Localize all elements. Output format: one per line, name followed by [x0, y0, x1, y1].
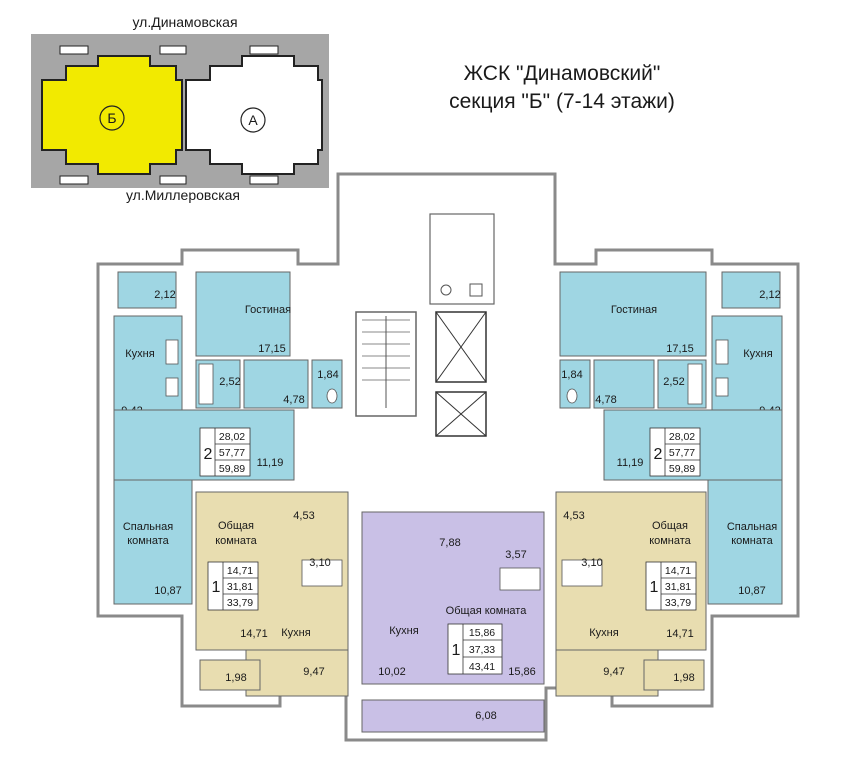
right1-kitchen-area: 9,47 [603, 666, 624, 678]
center1-kitchen-label: Кухня [389, 625, 418, 637]
center1-common-label: Общая комната [446, 605, 528, 617]
right2-box-1: 57,77 [669, 447, 695, 459]
left2-living-label: Гостиная [245, 304, 291, 316]
center1-box-1: 37,33 [469, 644, 495, 656]
right1-box-2: 33,79 [665, 597, 691, 609]
left1-box-2: 33,79 [227, 597, 253, 609]
center1-box-0: 15,86 [469, 627, 495, 639]
right1-common-label-2: комната [649, 535, 691, 547]
plan-title-line2: секция "Б" (7-14 этажи) [449, 90, 675, 113]
left2-wc-area: 1,84 [317, 369, 338, 381]
apartment-left-1room: 4,53 Общая комната 3,10 14,71 Кухня 9,47… [195, 491, 349, 697]
left2-box-2: 59,89 [219, 463, 245, 475]
street-bottom-label: ул.Миллеровская [126, 187, 240, 203]
left1-balcony-area: 1,98 [225, 672, 246, 684]
key-section-a [185, 55, 323, 175]
building-core [355, 213, 495, 437]
center1-hall-area: 7,88 [439, 537, 460, 549]
key-section-a-label: А [248, 112, 258, 128]
right2-box-0: 28,02 [669, 431, 695, 443]
left1-common-label-2: комната [215, 535, 257, 547]
center1-rooms-count: 1 [452, 642, 461, 659]
center1-bath-area: 3,57 [505, 549, 526, 561]
apartment-left-2room: 2,12 Кухня 9,42 Гостиная 17,15 2,52 1,84… [113, 271, 343, 605]
left2-living-area: 17,15 [258, 343, 286, 355]
right1-bath-area: 3,10 [581, 557, 602, 569]
center1-kitchen-area: 10,02 [378, 666, 406, 678]
left2-hall-small-area: 4,78 [283, 394, 304, 406]
center1-balcony-area: 6,08 [475, 710, 496, 722]
right1-kitchen-label: Кухня [589, 627, 618, 639]
street-top-label: ул.Динамовская [132, 14, 237, 30]
right2-balcony-area: 2,12 [759, 289, 780, 301]
right2-living-area: 17,15 [666, 343, 694, 355]
left1-box-1: 31,81 [227, 581, 253, 593]
left2-box-0: 28,02 [219, 431, 245, 443]
right2-wc-area: 1,84 [561, 369, 582, 381]
left1-hall-area: 4,53 [293, 510, 314, 522]
plan-title-line1: ЖСК "Динамовский" [464, 62, 661, 85]
apartment-right-2room: 2,12 Кухня 9,42 Гостиная 17,15 1,84 4,78… [559, 271, 783, 605]
left1-rooms-count: 1 [212, 579, 221, 596]
left2-box-1: 57,77 [219, 447, 245, 459]
key-section-b [41, 55, 183, 175]
right2-bedroom-label-1: Спальная [727, 521, 777, 533]
right1-box-0: 14,71 [665, 565, 691, 577]
key-plan: ул.Динамовская Б А ул.Миллеровская [31, 14, 329, 203]
left2-bedroom-label-2: комната [127, 535, 169, 547]
right1-balcony-area: 1,98 [673, 672, 694, 684]
right1-hall-area: 4,53 [563, 510, 584, 522]
left2-kitchen-label: Кухня [125, 348, 154, 360]
left2-bedroom-label-1: Спальная [123, 521, 173, 533]
right2-box-2: 59,89 [669, 463, 695, 475]
center1-box-2: 43,41 [469, 661, 495, 673]
left1-box-0: 14,71 [227, 565, 253, 577]
left2-hall-area: 11,19 [257, 457, 284, 469]
right1-rooms-count: 1 [650, 579, 659, 596]
left1-bath-area: 3,10 [309, 557, 330, 569]
right2-hall-small-area: 4,78 [595, 394, 616, 406]
apartment-right-1room: 4,53 Общая комната 3,10 14,71 Кухня 9,47… [555, 491, 707, 697]
right1-common-label-1: Общая [652, 520, 688, 532]
service-room [429, 213, 495, 305]
left1-common-label-1: Общая [218, 520, 254, 532]
right1-common-area: 14,71 [666, 628, 694, 640]
left1-common-area: 14,71 [240, 628, 268, 640]
left2-balcony-area: 2,12 [154, 289, 175, 301]
apartment-center-1room: 7,88 3,57 Кухня 10,02 Общая комната 15,8… [361, 511, 545, 733]
right2-bedroom-label-2: комната [731, 535, 773, 547]
right2-hall-area: 11,19 [617, 457, 644, 469]
right2-kitchen-label: Кухня [743, 348, 772, 360]
left2-bedroom-area: 10,87 [154, 585, 182, 597]
center1-common-area: 15,86 [508, 666, 536, 678]
right2-bedroom-area: 10,87 [738, 585, 766, 597]
right2-bath-area: 2,52 [663, 376, 684, 388]
right2-rooms-count: 2 [654, 446, 663, 463]
left2-bath-area: 2,52 [219, 376, 240, 388]
right2-living-label: Гостиная [611, 304, 657, 316]
right1-box-1: 31,81 [665, 581, 691, 593]
key-section-b-label: Б [107, 110, 116, 126]
left1-kitchen-area: 9,47 [303, 666, 324, 678]
left1-kitchen-label: Кухня [281, 627, 310, 639]
left2-rooms-count: 2 [204, 446, 213, 463]
